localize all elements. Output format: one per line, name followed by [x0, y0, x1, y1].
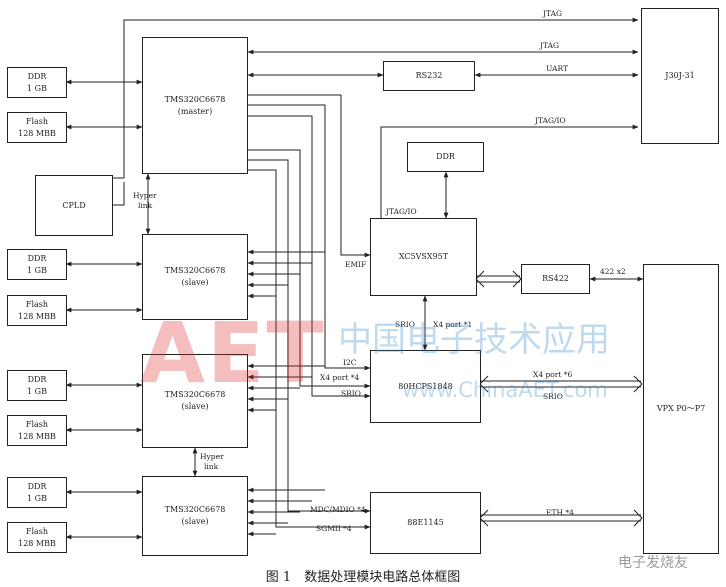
rs422-name: RS422 [542, 274, 569, 283]
dsp-master-role: (master) [177, 106, 213, 116]
ddr-3-name: DDR [27, 374, 47, 384]
rs232-box: RS232 [383, 61, 475, 91]
label-hyper-link-2-a: Hyper [200, 452, 224, 461]
fpga-name: XC5VSX95T [398, 252, 449, 261]
flash-3-size: 128 MBB [18, 431, 56, 441]
srio-switch-box: 80HCPS1848 [370, 350, 481, 423]
dsp-slave-3-role: (slave) [181, 517, 209, 526]
label-jtag-2: JTAG [540, 41, 560, 50]
rs422-box: RS422 [521, 264, 590, 294]
ddr-1-name: DDR [27, 71, 47, 81]
flash-4-size: 128 MBB [18, 538, 56, 548]
dsp-slave-1-role: (slave) [181, 278, 209, 287]
label-hyper-link-1-b: link [138, 201, 153, 210]
label-rs422-x2: 422 x2 [600, 267, 626, 276]
ddr-2-size: 1 GB [27, 265, 47, 275]
dsp-slave-1-box: TMS320C6678 (slave) [142, 234, 248, 320]
ddr-2-box: DDR 1 GB [7, 249, 67, 280]
ddr-4-size: 1 GB [27, 493, 47, 503]
ddr-3-size: 1 GB [27, 386, 47, 396]
srio-switch-name: 80HCPS1848 [398, 381, 453, 391]
ddr-1-size: 1 GB [27, 83, 47, 93]
flash-2-name: Flash [25, 299, 49, 309]
label-jtag-top: JTAG [543, 9, 563, 18]
ddr-3-box: DDR 1 GB [7, 370, 67, 401]
ddr-2-name: DDR [27, 253, 47, 263]
fpga-ddr-box: DDR [407, 142, 484, 172]
ddr-4-box: DDR 1 GB [7, 477, 67, 508]
label-hyper-link-2-b: link [204, 462, 219, 471]
label-x4-port-1: X4 port *1 [433, 320, 473, 329]
dsp-slave-3-box: TMS320C6678 (slave) [142, 476, 248, 556]
label-eth-4: ETH *4 [546, 508, 574, 517]
dsp-slave-3-part: TMS320C6678 [164, 505, 226, 514]
flash-2-size: 128 MBB [18, 311, 56, 321]
j30j-connector-name: J30J-31 [665, 71, 695, 80]
label-hyper-link-1-a: Hyper [133, 191, 157, 200]
flash-3-name: Flash [25, 419, 49, 429]
dsp-slave-2-part: TMS320C6678 [164, 390, 226, 399]
flash-1-box: Flash 128 MBB [7, 112, 67, 143]
flash-3-box: Flash 128 MBB [7, 415, 67, 446]
eth-phy-name: 88E1145 [407, 518, 444, 527]
flash-1-size: 128 MBB [18, 128, 56, 138]
fpga-ddr-name: DDR [436, 152, 455, 161]
label-i2c: I2C [343, 358, 357, 367]
label-jtag-io-fpga: JTAG/IO [386, 207, 417, 216]
flash-2-box: Flash 128 MBB [7, 295, 67, 326]
dsp-slave-2-box: TMS320C6678 (slave) [142, 354, 248, 448]
cpld-box: CPLD [35, 175, 113, 236]
flash-4-name: Flash [25, 526, 49, 536]
dsp-master-box: TMS320C6678 (master) [142, 37, 248, 174]
label-jtag-io-top: JTAG/IO [535, 116, 566, 125]
label-srio-left: SRIO [341, 389, 361, 398]
dsp-slave-1-part: TMS320C6678 [164, 266, 226, 275]
label-uart: UART [546, 64, 569, 73]
j30j-connector-box: J30J-31 [641, 8, 719, 144]
vpx-connector-box: VPX P0～P7 [643, 264, 719, 554]
label-srio-fpga: SRIO [395, 320, 415, 329]
flash-4-box: Flash 128 MBB [7, 522, 67, 553]
label-mdc-mdio: MDC/MDIO *4 [310, 505, 366, 514]
dsp-master-part: TMS320C6678 [164, 94, 226, 104]
label-srio-right: SRIO [543, 392, 563, 401]
eth-phy-box: 88E1145 [370, 492, 481, 554]
label-sgmii: SGMII *4 [316, 524, 352, 533]
label-x4-port-6: X4 port *6 [533, 370, 573, 379]
rs232-name: RS232 [415, 71, 443, 80]
flash-1-name: Flash [25, 116, 49, 126]
cpld-name: CPLD [62, 200, 86, 210]
label-emif: EMIF [345, 260, 367, 269]
dsp-slave-2-role: (slave) [181, 402, 209, 411]
figure-caption: 图 1 数据处理模块电路总体框图 [265, 570, 461, 585]
ddr-4-name: DDR [27, 481, 47, 491]
vpx-connector-name: VPX P0～P7 [656, 404, 706, 413]
fpga-box: XC5VSX95T [370, 218, 477, 296]
label-x4-port-4: X4 port *4 [320, 373, 360, 382]
ddr-1-box: DDR 1 GB [7, 67, 67, 98]
